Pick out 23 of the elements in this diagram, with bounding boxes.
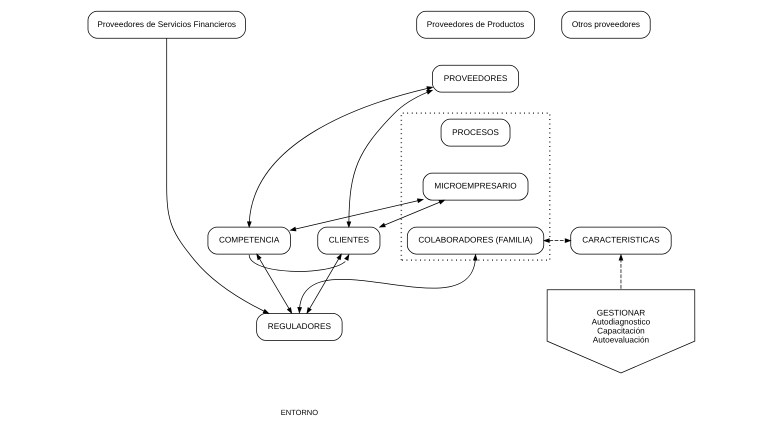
- arrow: [288, 198, 424, 232]
- node-box: Proveedores de Productos: [416, 10, 534, 39]
- arrow: [542, 238, 572, 243]
- label: ENTORNO: [280, 408, 318, 418]
- arrow: [166, 38, 270, 314]
- node-box: REGULADORES: [256, 313, 342, 341]
- node-box: CARACTERISTICAS: [570, 226, 672, 254]
- node-box: COMPETENCIA: [207, 226, 290, 254]
- arrow: [296, 254, 478, 314]
- node-box: MICROEMPRESARIO: [422, 172, 528, 200]
- node-box: Proveedores de Servicios Financieros: [87, 10, 246, 39]
- arrow: [256, 253, 292, 314]
- arrow: [246, 86, 434, 228]
- node-box: PROCESOS: [440, 118, 510, 147]
- node-box: PROVEEDORES: [432, 64, 519, 93]
- arrow: [306, 253, 342, 314]
- arrow: [346, 90, 433, 228]
- node-box: COLABORADORES (FAMILIA): [406, 226, 544, 254]
- arrow: [378, 200, 446, 228]
- node-box: Otros proveedores: [560, 10, 650, 39]
- node-box: CLIENTES: [316, 226, 380, 254]
- arrow: [248, 254, 349, 272]
- arrow: [618, 254, 623, 290]
